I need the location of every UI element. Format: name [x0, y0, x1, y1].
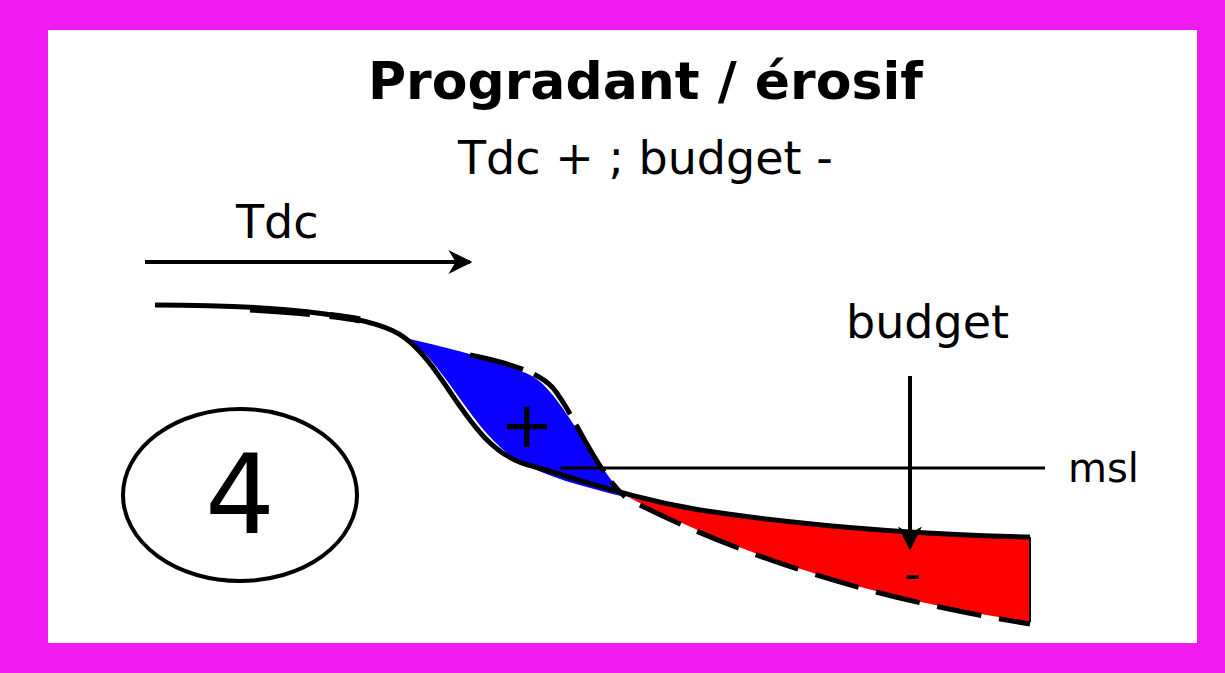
section-edge [1029, 537, 1031, 622]
transport-label: Tdc [236, 197, 319, 248]
accretion-sign: + [500, 390, 554, 460]
old-profile-dashed [640, 505, 1030, 624]
number-circle: 4 [120, 406, 360, 584]
transport-arrow [145, 260, 470, 264]
profile-dashed [250, 309, 360, 320]
new-profile-dashed [470, 355, 625, 497]
budget-arrow [908, 376, 912, 548]
sea-level-line [560, 467, 1045, 470]
erosion-zone [628, 497, 1030, 622]
budget-label: budget [846, 297, 1009, 348]
sea-level-label: msl [1068, 446, 1139, 490]
erosion-sign: - [904, 549, 921, 600]
accretion-zone [405, 338, 625, 497]
diagram-title: Progradant / érosif [368, 53, 923, 110]
circle-number: 4 [205, 440, 275, 550]
subtitle: Tdc + ; budget - [458, 133, 833, 184]
